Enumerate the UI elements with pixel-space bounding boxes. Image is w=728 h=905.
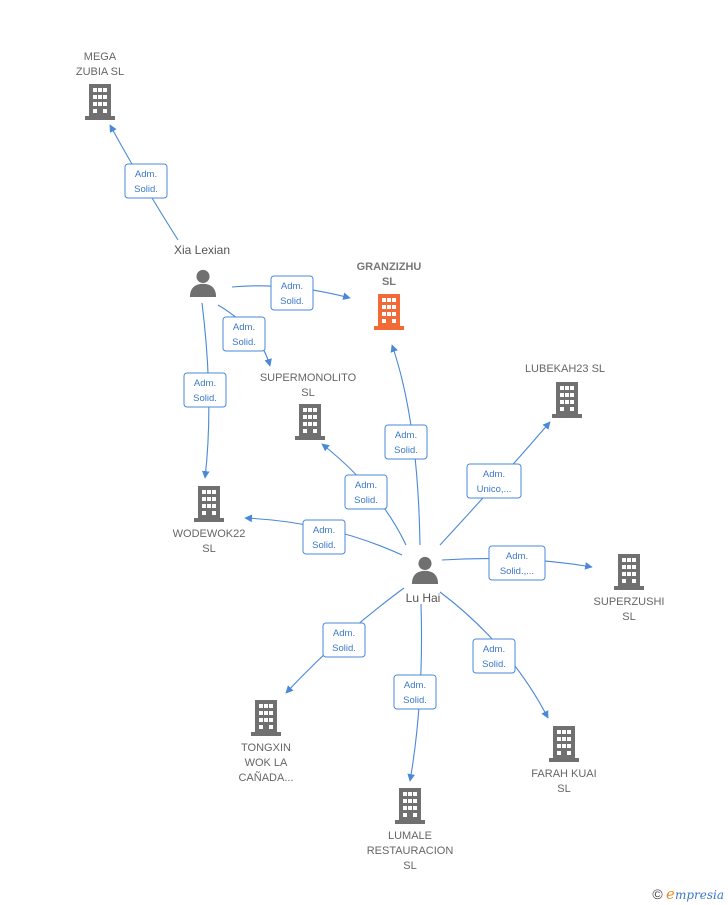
relation-box[interactable]: Adm. Unico,... — [466, 463, 522, 499]
relation-line-1: Adm. — [333, 628, 355, 639]
brand-initial: e — [666, 885, 675, 903]
company-node-tongxin[interactable]: TONGXIN WOK LA CAÑADA... — [238, 700, 294, 784]
company-node-supermonolito[interactable]: SUPERMONOLITO SL — [260, 372, 357, 440]
relation-box[interactable]: Adm. Solid. — [344, 474, 388, 510]
company-name-line: SUPERMONOLITO — [260, 372, 357, 384]
company-name-line: WOK LA — [245, 757, 288, 769]
relation-line-1: Adm. — [313, 525, 335, 536]
edges — [109, 124, 593, 782]
relation-line-1: Adm. — [483, 469, 505, 480]
building-icon — [295, 404, 325, 440]
person-name: Xia Lexian — [174, 243, 230, 257]
company-name-line: LUBEKAH23 SL — [525, 363, 605, 375]
company-name-line: WODEWOK22 — [173, 528, 246, 540]
company-name-line: SUPERZUSHI — [594, 596, 665, 608]
company-name-line: SL — [557, 783, 570, 795]
person-node-xia[interactable]: Xia Lexian — [174, 243, 230, 297]
company-name-line: RESTAURACION — [367, 845, 454, 857]
relation-line-2: Unico,... — [477, 484, 512, 495]
company-node-wodewok[interactable]: WODEWOK22 SL — [173, 486, 246, 555]
relation-line-1: Adm. — [355, 480, 377, 491]
relation-line-1: Adm. — [135, 169, 157, 180]
building-icon — [194, 486, 224, 522]
copyright-icon: © — [652, 886, 663, 902]
person-nodes: Xia Lexian Lu Hai — [174, 243, 440, 605]
company-name-line: FARAH KUAI — [531, 768, 596, 780]
company-name-line: GRANZIZHU — [357, 261, 422, 273]
relation-line-1: Adm. — [404, 680, 426, 691]
person-icon — [189, 269, 217, 297]
relation-line-2: Solid. — [193, 393, 217, 404]
building-icon — [251, 700, 281, 736]
relation-line-1: Adm. — [395, 430, 417, 441]
relation-line-1: Adm. — [506, 551, 528, 562]
relation-box[interactable]: Adm. Solid. — [472, 638, 516, 674]
building-icon — [374, 294, 404, 330]
relation-box[interactable]: Adm. Solid. — [222, 316, 266, 352]
company-name-line: MEGA — [84, 51, 117, 63]
company-name-line: CAÑADA... — [238, 771, 293, 784]
relation-line-2: Solid. — [482, 659, 506, 670]
relation-box[interactable]: Adm. Solid. — [302, 519, 346, 555]
relation-labels: Adm. Solid. Adm. Solid. Adm. Solid. Adm.… — [124, 163, 546, 710]
relation-box[interactable]: Adm. Solid. — [270, 275, 314, 311]
company-node-mega[interactable]: MEGA ZUBIA SL — [76, 51, 124, 120]
person-name: Lu Hai — [406, 591, 441, 605]
relation-line-1: Adm. — [233, 322, 255, 333]
building-icon — [614, 554, 644, 590]
relation-line-2: Solid. — [394, 445, 418, 456]
relation-line-2: Solid. — [280, 296, 304, 307]
company-name-line: ZUBIA SL — [76, 66, 124, 78]
relation-box[interactable]: Adm. Solid. — [322, 622, 366, 658]
company-node-farah[interactable]: FARAH KUAI SL — [531, 726, 597, 795]
relation-line-1: Adm. — [281, 281, 303, 292]
relation-box[interactable]: Adm. Solid. — [124, 163, 168, 199]
relation-line-2: Solid. — [134, 184, 158, 195]
company-node-superzushi[interactable]: SUPERZUSHI SL — [594, 554, 665, 623]
company-name-line: TONGXIN — [241, 742, 291, 754]
company-node-granzizhu[interactable]: GRANZIZHU SL — [357, 261, 422, 330]
company-nodes: MEGA ZUBIA SL GRANZIZHU SL SUPERMONOLITO… — [76, 51, 665, 872]
footer-brand: © empresia — [652, 885, 724, 903]
person-icon — [411, 556, 439, 584]
relation-line-2: Solid. — [354, 495, 378, 506]
company-name-line: SL — [382, 276, 396, 288]
company-name-line: SL — [403, 860, 416, 872]
relation-line-2: Solid. — [332, 643, 356, 654]
company-name-line: SL — [301, 387, 314, 399]
relation-line-2: Solid. — [403, 695, 427, 706]
company-name-line: SL — [202, 543, 215, 555]
relation-line-2: Solid. — [232, 337, 256, 348]
brand-name: mpresia — [674, 888, 724, 902]
relation-box[interactable]: Adm. Solid.,... — [488, 545, 546, 581]
relation-box[interactable]: Adm. Solid. — [393, 674, 437, 710]
person-node-luhai[interactable]: Lu Hai — [406, 556, 441, 605]
building-icon — [549, 726, 579, 762]
building-icon — [552, 382, 582, 418]
company-node-lubekah[interactable]: LUBEKAH23 SL — [525, 363, 605, 418]
relation-line-1: Adm. — [483, 644, 505, 655]
relation-line-2: Solid.,... — [500, 566, 534, 577]
building-icon — [395, 788, 425, 824]
relation-line-1: Adm. — [194, 378, 216, 389]
relation-box[interactable]: Adm. Solid. — [384, 424, 428, 460]
company-name-line: LUMALE — [388, 830, 432, 842]
company-node-lumale[interactable]: LUMALE RESTAURACION SL — [367, 788, 454, 872]
building-icon — [85, 84, 115, 120]
company-name-line: SL — [622, 611, 635, 623]
relation-line-2: Solid. — [312, 540, 336, 551]
relation-box[interactable]: Adm. Solid. — [183, 372, 227, 408]
